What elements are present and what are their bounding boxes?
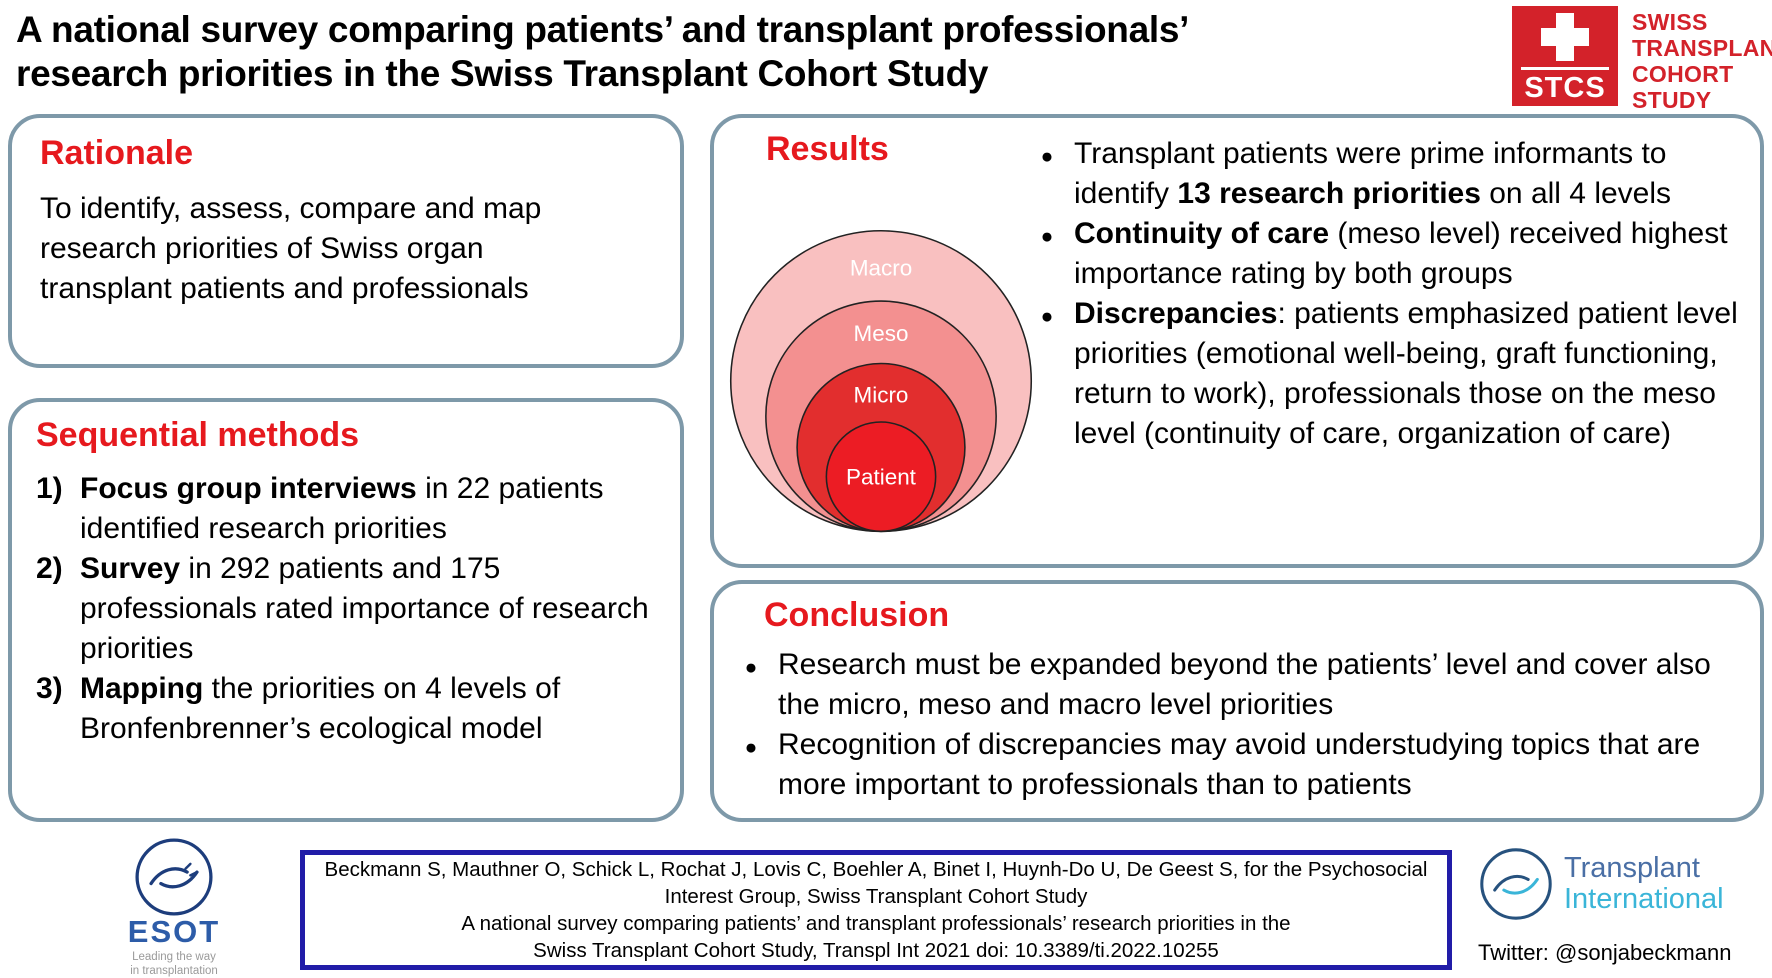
citation-line: Interest Group, Swiss Transplant Cohort … (664, 885, 1088, 908)
method-text: Focus group interviews in 22 patients id… (80, 472, 604, 545)
method-number: 3) (36, 672, 63, 705)
transplant-international-logo: Transplant International (1478, 846, 1724, 922)
swiss-cross-icon (1512, 11, 1618, 65)
conclusion-bullet-text: Recognition of discrepancies may avoid u… (778, 728, 1701, 801)
stcs-divider (1521, 67, 1609, 70)
citation-line: A national survey comparing patients’ an… (461, 912, 1291, 935)
rationale-heading: Rationale (40, 134, 194, 172)
conclusion-bullet-text: Research must be expanded beyond the pat… (778, 648, 1711, 721)
transplant-international-wordmark: Transplant International (1564, 852, 1724, 915)
page-title-line2: research priorities in the Swiss Transpl… (16, 53, 989, 94)
results-bullet-list: Transplant patients were prime informant… (1036, 134, 1748, 454)
page-title: A national survey comparing patients’ an… (16, 8, 1189, 96)
bullet-icon (1036, 214, 1058, 294)
method-number: 1) (36, 472, 63, 505)
results-bullet: Discrepancies: patients emphasized patie… (1036, 294, 1748, 454)
method-text: Survey in 292 patients and 175 professio… (80, 552, 649, 665)
esot-tagline: Leading the way in transplantation (130, 951, 218, 977)
methods-heading: Sequential methods (36, 416, 360, 454)
citation-line: Beckmann S, Mauthner O, Schick L, Rochat… (324, 858, 1428, 881)
bullet-icon (740, 645, 762, 725)
stcs-abbreviation: STCS (1524, 72, 1606, 104)
rationale-panel: Rationale To identify, assess, compare a… (8, 114, 684, 368)
stcs-logo-mark: STCS (1512, 6, 1618, 106)
results-bullet-text: Discrepancies: patients emphasized patie… (1074, 297, 1738, 450)
nested-levels-diagram: Macro Meso Micro Patient (729, 230, 1033, 533)
results-bullet: Continuity of care (meso level) received… (1036, 214, 1748, 294)
method-item: 1) Focus group interviews in 22 patients… (36, 469, 656, 549)
methods-panel: Sequential methods 1) Focus group interv… (8, 398, 684, 822)
results-bullet-text: Continuity of care (meso level) received… (1074, 217, 1728, 290)
stcs-logo: STCS SWISS TRANSPLANT COHORT STUDY (1512, 6, 1772, 113)
esot-logo: ESOT Leading the way in transplantation (94, 836, 254, 978)
citation-line: Swiss Transplant Cohort Study, Transpl I… (533, 939, 1219, 962)
page-title-line1: A national survey comparing patients’ an… (16, 9, 1190, 50)
results-bullet-text: Transplant patients were prime informant… (1074, 137, 1672, 210)
esot-wordmark: ESOT (127, 914, 221, 949)
conclusion-heading: Conclusion (764, 596, 950, 634)
bullet-icon (1036, 134, 1058, 214)
meso-label: Meso (854, 321, 909, 346)
rationale-body: To identify, assess, compare and map res… (40, 192, 542, 305)
conclusion-bullet: Recognition of discrepancies may avoid u… (740, 725, 1734, 805)
method-number: 2) (36, 552, 63, 585)
results-panel: Results Macro Meso Micro Patient Transpl… (710, 114, 1764, 568)
conclusion-panel: Conclusion Research must be expanded bey… (710, 580, 1764, 822)
results-heading: Results (766, 130, 889, 168)
bullet-icon (740, 725, 762, 805)
stcs-wordmark: SWISS TRANSPLANT COHORT STUDY (1632, 9, 1772, 113)
twitter-handle: Twitter: @sonjabeckmann (1478, 940, 1732, 965)
patient-label: Patient (846, 464, 917, 489)
conclusion-bullet-list: Research must be expanded beyond the pat… (740, 645, 1734, 805)
hands-icon (135, 838, 213, 916)
conclusion-bullet: Research must be expanded beyond the pat… (740, 645, 1734, 725)
bullet-icon (1036, 294, 1058, 454)
method-text: Mapping the priorities on 4 levels of Br… (80, 672, 561, 745)
hands-icon (1480, 848, 1552, 920)
results-bullet: Transplant patients were prime informant… (1036, 134, 1748, 214)
method-item: 2) Survey in 292 patients and 175 profes… (36, 549, 656, 669)
method-item: 3) Mapping the priorities on 4 levels of… (36, 669, 656, 749)
micro-label: Micro (854, 383, 909, 408)
citation-box: Beckmann S, Mauthner O, Schick L, Rochat… (300, 850, 1452, 970)
patient-level-circle (825, 421, 937, 533)
methods-list: 1) Focus group interviews in 22 patients… (36, 469, 656, 749)
macro-label: Macro (850, 256, 912, 281)
